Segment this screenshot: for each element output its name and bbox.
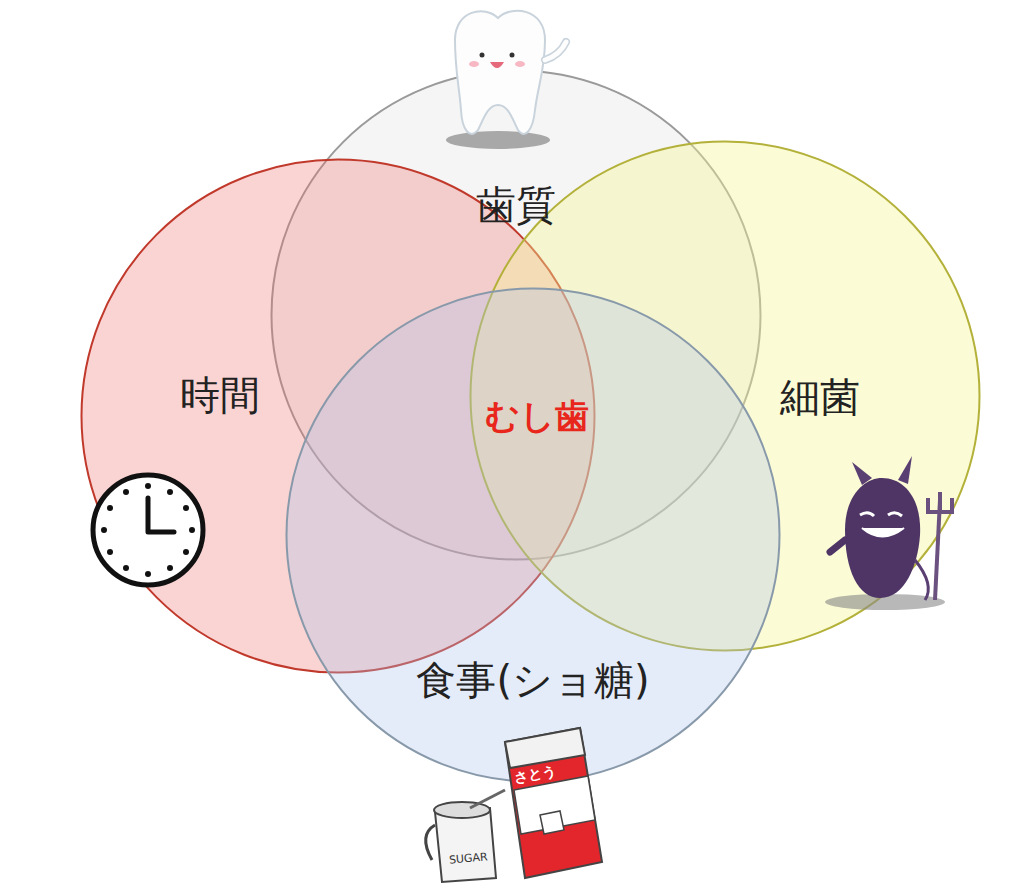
set-label: 時間 (180, 375, 260, 415)
bacteria-devil (825, 456, 954, 610)
center-label: むし歯 (485, 399, 589, 433)
sugar-illustration (426, 728, 602, 882)
cup-label: SUGAR (448, 851, 488, 865)
clock-icon (93, 475, 203, 585)
set-label: 細菌 (780, 377, 860, 417)
diet-circle: 食事(ショ糖) (285, 287, 781, 783)
circle-outline (285, 287, 781, 783)
tooth-illustration (446, 11, 566, 149)
set-label: 歯質 (476, 185, 556, 225)
set-label: 食事(ショ糖) (416, 660, 649, 700)
